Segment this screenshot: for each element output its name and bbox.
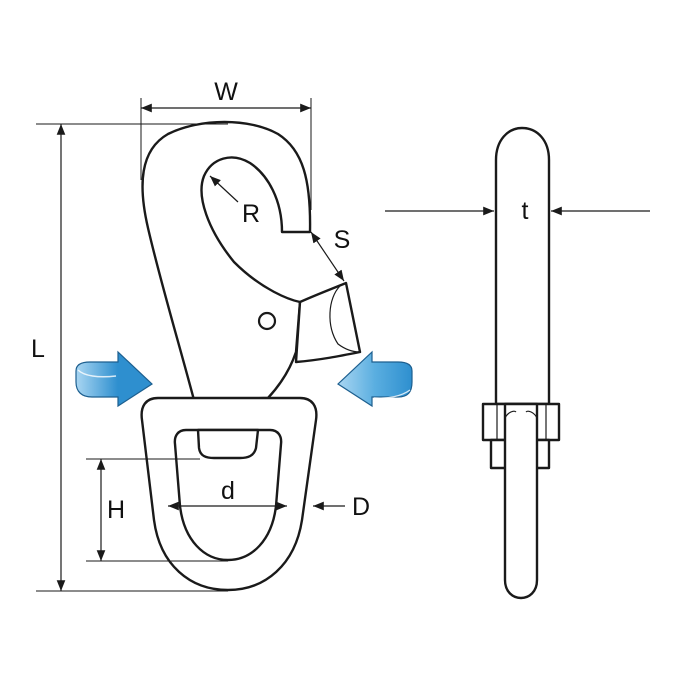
- dimension-w: W: [140, 78, 312, 210]
- rotation-arrow-right: [337, 350, 413, 408]
- hook-front-view: [141, 120, 362, 402]
- hinge-pin-hole: [257, 311, 277, 331]
- label-s: S: [334, 226, 351, 254]
- dimension-t: t: [385, 197, 650, 225]
- dimension-h: H: [86, 458, 228, 562]
- hook-side-view: [481, 126, 561, 600]
- hook-body: [141, 120, 312, 402]
- swivel-eye-opening: [173, 428, 283, 562]
- label-r: R: [242, 200, 260, 228]
- label-d: d: [221, 477, 235, 505]
- dimension-l: L: [31, 123, 228, 592]
- dimension-r: R: [209, 175, 260, 228]
- swivel-pin: [196, 428, 260, 460]
- gate-latch-curve: [329, 285, 361, 353]
- dimension-s: S: [310, 226, 351, 282]
- label-w: W: [214, 78, 238, 106]
- dimension-d-outer: D: [313, 493, 370, 521]
- rotation-arrow-left: [75, 350, 153, 408]
- label-h: H: [107, 496, 125, 524]
- rotation-arrow-icon: [337, 350, 413, 408]
- dimension-d-inner: d: [168, 477, 287, 511]
- rotation-arrow-icon: [75, 350, 153, 408]
- label-l: L: [31, 335, 45, 363]
- side-shank: [503, 402, 539, 600]
- label-t: t: [522, 197, 529, 225]
- side-body-upper: [494, 126, 551, 406]
- swivel-eye-front-view: [140, 396, 318, 592]
- label-d-outer: D: [352, 493, 370, 521]
